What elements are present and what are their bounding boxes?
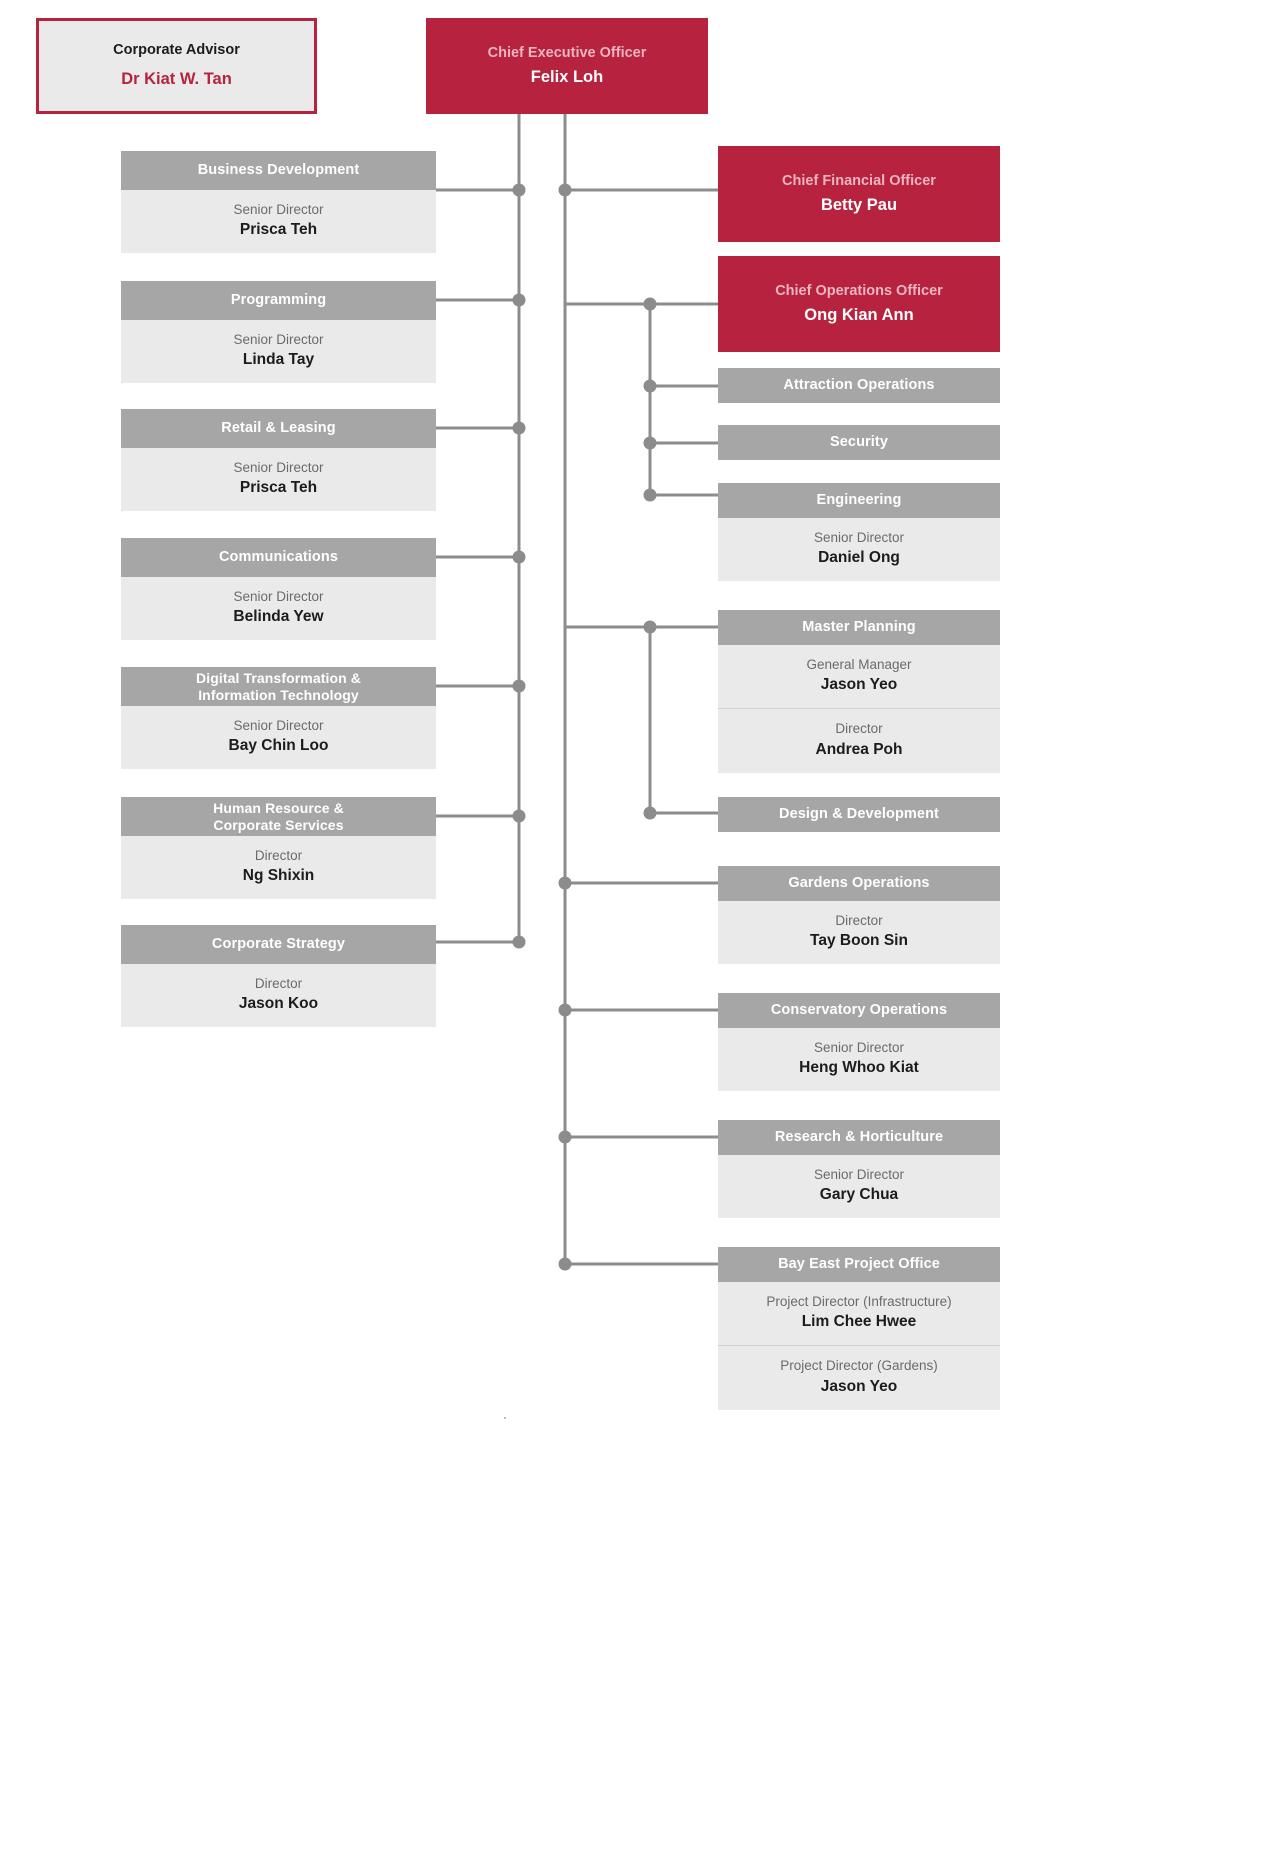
member-name: Heng Whoo Kiat <box>799 1059 919 1077</box>
member-role: Director <box>254 976 303 991</box>
unit-member-row: Senior Director Gary Chua <box>718 1155 1000 1219</box>
member-name: Jason Yeo <box>820 1377 898 1395</box>
unit-title: Business Development <box>121 151 436 190</box>
member-role: Director <box>254 848 303 863</box>
member-role: Senior Director <box>813 1167 905 1182</box>
unit-member-row: Senior Director Bay Chin Loo <box>121 706 436 770</box>
coo-name-label: Ong Kian Ann <box>804 305 914 324</box>
member-name: Bay Chin Loo <box>228 737 329 755</box>
member-name: Lim Chee Hwee <box>801 1313 917 1331</box>
unit-card-business-development[interactable]: Business Development Senior Director Pri… <box>121 151 436 254</box>
unit-member-row: Director Ng Shixin <box>121 836 436 900</box>
member-name: Andrea Poh <box>815 740 903 758</box>
unit-member-row: Director Jason Koo <box>121 964 436 1028</box>
unit-card-design-development[interactable]: Design & Development <box>718 797 1000 832</box>
unit-member-row: Senior Director Heng Whoo Kiat <box>718 1028 1000 1092</box>
member-role: Senior Director <box>233 332 324 347</box>
ceo-role-label: Chief Executive Officer <box>487 44 647 61</box>
member-role: Director <box>835 913 883 928</box>
unit-title: Corporate Strategy <box>121 925 436 964</box>
unit-card-research-horticulture[interactable]: Research & Horticulture Senior Director … <box>718 1120 1000 1219</box>
advisor-role-label: Corporate Advisor <box>113 42 240 59</box>
unit-title: Conservatory Operations <box>718 993 1000 1028</box>
member-role: Senior Director <box>233 460 324 475</box>
unit-member-row: Project Director (Gardens) Jason Yeo <box>718 1345 1000 1410</box>
unit-title: Digital Transformation & Information Tec… <box>121 667 436 706</box>
unit-card-human-resource-corporate-services[interactable]: Human Resource & Corporate Services Dire… <box>121 797 436 900</box>
member-name: Tay Boon Sin <box>810 932 908 950</box>
unit-card-corporate-strategy[interactable]: Corporate Strategy Director Jason Koo <box>121 925 436 1028</box>
unit-card-bay-east-project-office[interactable]: Bay East Project Office Project Director… <box>718 1247 1000 1410</box>
unit-member-row: Project Director (Infrastructure) Lim Ch… <box>718 1282 1000 1346</box>
unit-title: Bay East Project Office <box>718 1247 1000 1282</box>
unit-title: Design & Development <box>718 797 1000 832</box>
advisor-name-label: Dr Kiat W. Tan <box>121 70 232 89</box>
member-name: Prisca Teh <box>239 479 318 497</box>
member-role: Project Director (Infrastructure) <box>766 1294 952 1309</box>
member-role: Director <box>835 721 883 737</box>
cfo-name-label: Betty Pau <box>820 195 898 214</box>
ceo-card[interactable]: Chief Executive Officer Felix Loh <box>426 18 708 114</box>
coo-role-label: Chief Operations Officer <box>775 282 943 299</box>
member-role: General Manager <box>806 657 912 672</box>
coo-card[interactable]: Chief Operations Officer Ong Kian Ann <box>718 256 1000 352</box>
member-role: Senior Director <box>813 1040 905 1055</box>
unit-title: Engineering <box>718 483 1000 518</box>
member-role: Senior Director <box>813 530 905 545</box>
member-role: Senior Director <box>233 718 324 733</box>
member-name: Belinda Yew <box>233 608 324 626</box>
unit-card-digital-transformation-it[interactable]: Digital Transformation & Information Tec… <box>121 667 436 770</box>
unit-member-row: Director Tay Boon Sin <box>718 901 1000 965</box>
member-role: Project Director (Gardens) <box>780 1358 938 1374</box>
page-speck <box>504 1417 506 1419</box>
unit-title: Master Planning <box>718 610 1000 645</box>
unit-member-row: Senior Director Belinda Yew <box>121 577 436 641</box>
unit-member-row: General Manager Jason Yeo <box>718 645 1000 709</box>
unit-title: Security <box>718 425 1000 460</box>
unit-title: Attraction Operations <box>718 368 1000 403</box>
unit-member-row: Senior Director Prisca Teh <box>121 190 436 254</box>
member-name: Gary Chua <box>819 1186 899 1204</box>
member-name: Jason Koo <box>238 995 319 1013</box>
unit-title: Programming <box>121 281 436 320</box>
cfo-card[interactable]: Chief Financial Officer Betty Pau <box>718 146 1000 242</box>
unit-member-row: Senior Director Prisca Teh <box>121 448 436 512</box>
unit-card-communications[interactable]: Communications Senior Director Belinda Y… <box>121 538 436 641</box>
cfo-role-label: Chief Financial Officer <box>782 172 936 189</box>
member-name: Jason Yeo <box>820 676 898 694</box>
unit-member-row: Senior Director Daniel Ong <box>718 518 1000 582</box>
unit-card-gardens-operations[interactable]: Gardens Operations Director Tay Boon Sin <box>718 866 1000 965</box>
unit-title: Gardens Operations <box>718 866 1000 901</box>
unit-card-master-planning[interactable]: Master Planning General Manager Jason Ye… <box>718 610 1000 773</box>
member-name: Ng Shixin <box>242 867 315 885</box>
unit-member-row: Director Andrea Poh <box>718 708 1000 773</box>
unit-card-programming[interactable]: Programming Senior Director Linda Tay <box>121 281 436 384</box>
unit-card-conservatory-operations[interactable]: Conservatory Operations Senior Director … <box>718 993 1000 1092</box>
unit-member-row: Senior Director Linda Tay <box>121 320 436 384</box>
unit-card-engineering[interactable]: Engineering Senior Director Daniel Ong <box>718 483 1000 582</box>
unit-card-security[interactable]: Security <box>718 425 1000 460</box>
member-name: Prisca Teh <box>239 221 318 239</box>
member-role: Senior Director <box>233 589 324 604</box>
unit-card-attraction-operations[interactable]: Attraction Operations <box>718 368 1000 403</box>
member-name: Linda Tay <box>242 351 315 369</box>
unit-title: Retail & Leasing <box>121 409 436 448</box>
unit-title: Human Resource & Corporate Services <box>121 797 436 836</box>
ceo-name-label: Felix Loh <box>530 67 604 86</box>
unit-card-retail-leasing[interactable]: Retail & Leasing Senior Director Prisca … <box>121 409 436 512</box>
member-role: Senior Director <box>233 202 324 217</box>
member-name: Daniel Ong <box>818 549 900 567</box>
corporate-advisor-card[interactable]: Corporate Advisor Dr Kiat W. Tan <box>36 18 317 114</box>
unit-title: Communications <box>121 538 436 577</box>
unit-title: Research & Horticulture <box>718 1120 1000 1155</box>
